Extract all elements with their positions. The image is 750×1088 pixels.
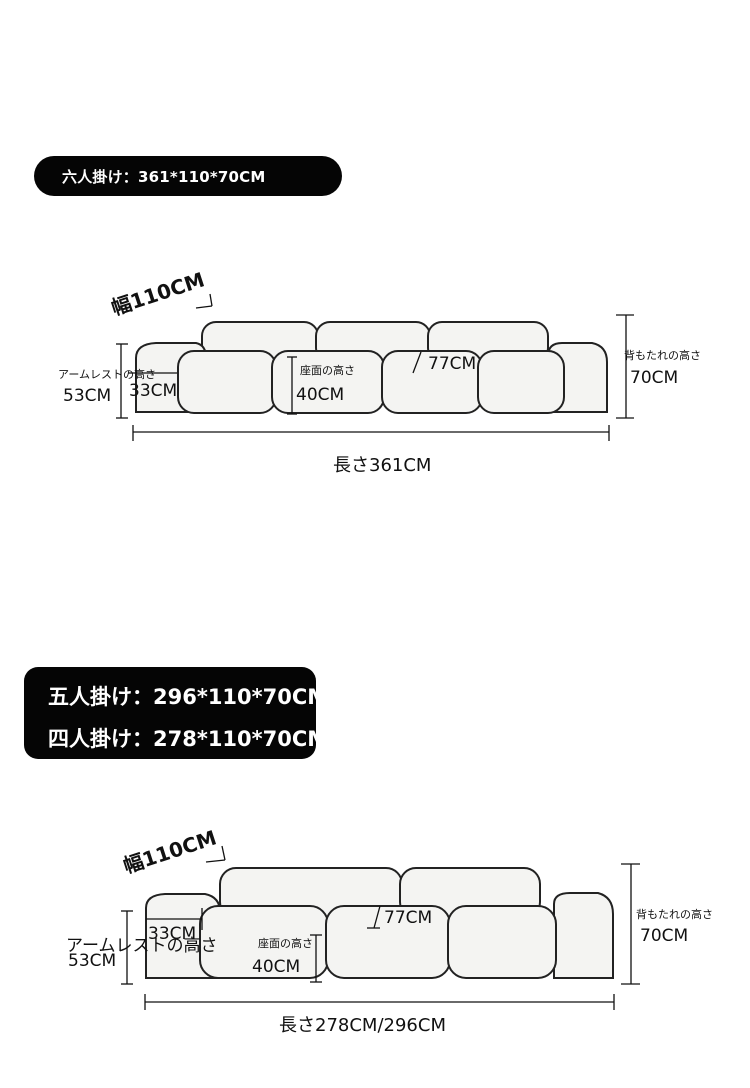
- five-four-seater-width-label: 幅110CM: [120, 825, 220, 879]
- five-four-seater-title-pill: 五人掛け：296*110*70CM 四人掛け：278*110*70CM: [24, 667, 316, 759]
- six-seater-back-height-value: 70CM: [630, 368, 679, 388]
- six-seater-length-value: 長さ361CM: [333, 455, 432, 476]
- five-four-seater-armrest-height-value: 53CM: [68, 951, 117, 971]
- six-seater-armrest-height-value: 53CM: [63, 386, 112, 406]
- five-four-seater-armrest-height-label: アームレストの高さ: [66, 936, 218, 956]
- six-seater-title-pill: 六人掛け：361*110*70CM: [34, 156, 342, 196]
- five-four-seater-armrest-inner-value: 33CM: [148, 924, 197, 944]
- six-seater-seat-cushion: [177, 350, 277, 414]
- six-seater-seat-height-value: 40CM: [296, 385, 345, 405]
- six-seater-armrest-inner-value: 33CM: [129, 381, 178, 401]
- six-seater-seat-cushion: [477, 350, 565, 414]
- five-four-seater-back-depth-value: 77CM: [384, 908, 433, 928]
- five-four-seater-seat-height-label: 座面の高さ: [258, 937, 313, 950]
- five-seater-seat-cushion: [447, 905, 557, 979]
- five-four-seater-length-value: 長さ278CM/296CM: [279, 1015, 446, 1036]
- six-seater-armrest-height-label: アームレストの高さ: [58, 368, 157, 381]
- five-seater-right-arm: [553, 892, 614, 979]
- six-seater-back-height-label: 背もたれの高さ: [624, 349, 701, 362]
- five-four-seater-back-height-label: 背もたれの高さ: [636, 908, 713, 921]
- six-seater-back-depth-value: 77CM: [428, 354, 477, 374]
- six-seater-sofa-drawing: [116, 293, 634, 441]
- six-seater-seat-height-label: 座面の高さ: [300, 364, 355, 377]
- five-four-seater-seat-height-value: 40CM: [252, 957, 301, 977]
- five-four-seater-back-height-value: 70CM: [640, 926, 689, 946]
- six-seater-title: 六人掛け：361*110*70CM: [62, 167, 266, 186]
- four-seater-title: 四人掛け：278*110*70CM: [48, 727, 316, 751]
- five-seater-title: 五人掛け：296*110*70CM: [48, 685, 316, 709]
- five-seater-back-cushion: [219, 867, 403, 919]
